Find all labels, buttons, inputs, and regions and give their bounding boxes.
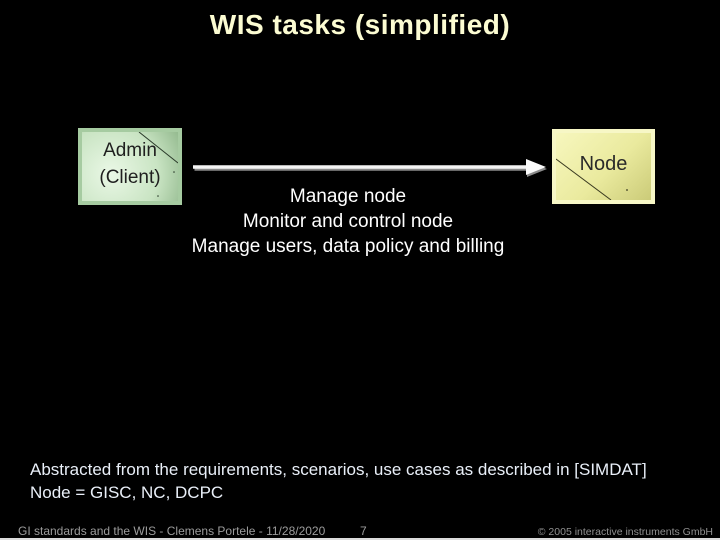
admin-box-diagonal-line <box>138 132 178 197</box>
notes-line-1: Abstracted from the requirements, scenar… <box>30 460 647 479</box>
admin-box-label-line1: Admin <box>103 140 157 161</box>
slide-title: WIS tasks (simplified) <box>209 9 511 40</box>
task-line-2: Monitor and control node <box>242 211 454 232</box>
notes-line-2: Node = GISC, NC, DCPC <box>30 483 224 502</box>
footer-copyright: © 2005 interactive instruments GmbH <box>537 526 713 538</box>
manage-arrow <box>193 159 547 177</box>
footer-author-date: GI standards and the WIS - Clemens Porte… <box>18 524 326 538</box>
notes-block: Abstracted from the requirements, scenar… <box>30 458 700 504</box>
arrow-task-list: Manage node Monitor and control node Man… <box>148 184 548 259</box>
footer-page-number: 7 <box>360 524 367 538</box>
task-line-3: Manage users, data policy and billing <box>191 236 505 257</box>
bottom-edge-line <box>0 538 720 540</box>
node-box-label: Node <box>579 153 628 175</box>
admin-client-box: Admin (Client) <box>78 128 182 205</box>
node-box: Node <box>552 129 655 204</box>
admin-box-label-line2: (Client) <box>99 167 161 188</box>
task-line-1: Manage node <box>289 186 407 207</box>
node-box-diagonal-line <box>556 158 628 200</box>
